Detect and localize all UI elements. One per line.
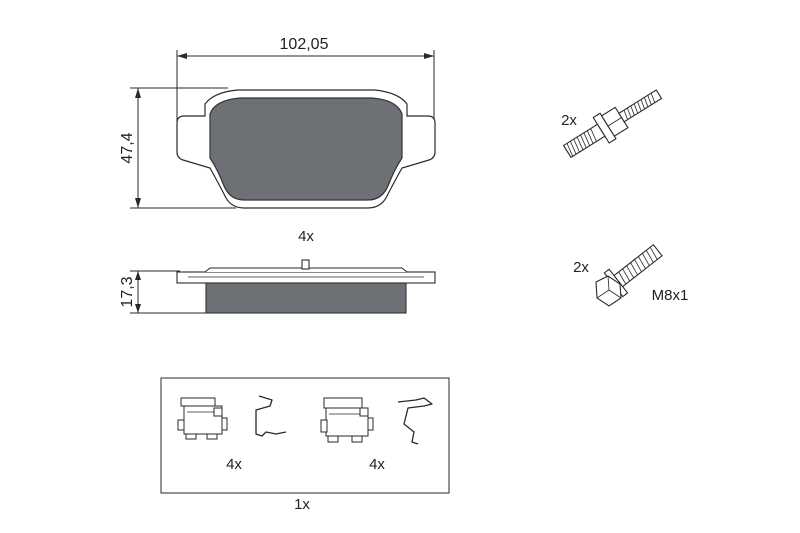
- height-dimension-label: 47,4: [119, 132, 136, 163]
- bolt-quantity: 2x: [573, 259, 589, 276]
- brake-pad-front-view: [176, 89, 436, 209]
- clip-b-quantity: 4x: [369, 456, 385, 473]
- clip-a-quantity: 4x: [226, 456, 242, 473]
- hex-head-icon: [595, 275, 622, 307]
- accessory-kit-box: [160, 377, 450, 494]
- pad-quantity: 4x: [298, 228, 314, 245]
- bolt-thread-label: M8x1: [652, 287, 689, 304]
- stud-bolt-quantity: 2x: [561, 112, 577, 129]
- stud-bolt-icon: [562, 89, 663, 159]
- width-dimension: [176, 50, 435, 128]
- brake-pad-side-view: [176, 259, 436, 314]
- spring-clip-icon: [255, 395, 287, 437]
- spring-clip-b-icon: [397, 397, 433, 445]
- thickness-dimension-label: 17,3: [119, 276, 136, 307]
- width-dimension-label: 102,05: [280, 36, 329, 53]
- thickness-dimension: [130, 270, 206, 314]
- kit-quantity: 1x: [294, 496, 310, 513]
- anti-rattle-clip-icon: [177, 397, 228, 440]
- height-dimension: [130, 87, 236, 209]
- anti-rattle-clip-b-icon: [320, 397, 374, 443]
